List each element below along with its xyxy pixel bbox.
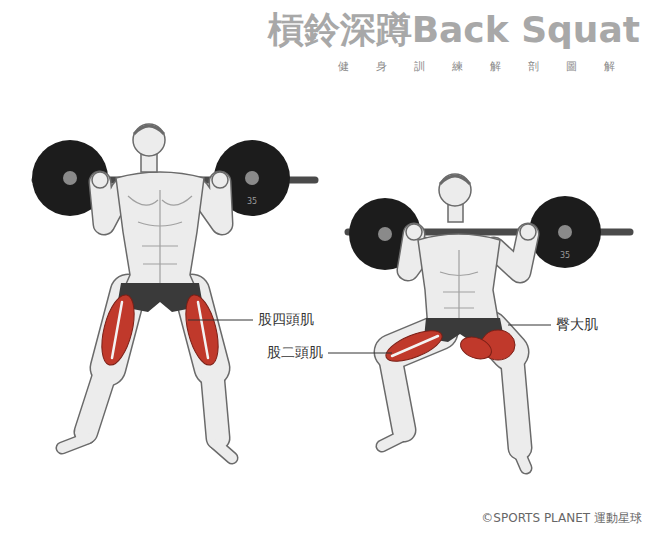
body-part xyxy=(390,356,404,430)
body xyxy=(382,174,536,468)
body-part xyxy=(212,172,228,188)
barbell-part xyxy=(245,171,259,185)
barbell-part xyxy=(529,196,601,268)
body-part xyxy=(92,172,108,188)
plate-number: 35 xyxy=(560,251,570,261)
body-part xyxy=(440,176,470,184)
body-part xyxy=(382,325,446,368)
body-part xyxy=(216,444,232,458)
leader-line xyxy=(328,353,392,354)
body-part xyxy=(520,224,536,240)
body-part xyxy=(86,370,106,432)
plate-number: 35 xyxy=(247,197,257,207)
body-part xyxy=(382,436,402,446)
watermark: ©SPORTS PLANET 運動星球 xyxy=(481,511,642,525)
barbell-part xyxy=(558,225,572,239)
body-part xyxy=(212,370,218,438)
body-part xyxy=(520,454,526,468)
body-part xyxy=(520,454,526,468)
leader-line xyxy=(188,320,253,321)
standing-figure xyxy=(32,124,315,458)
barbell-part xyxy=(378,227,392,241)
body-part xyxy=(458,333,495,363)
body-part xyxy=(62,438,88,448)
title: 槓鈴深蹲Back Squat xyxy=(268,6,640,55)
body xyxy=(62,124,232,458)
muscle-label: 股二頭肌 xyxy=(267,344,323,361)
body-part xyxy=(440,250,478,322)
muscle-label: 臀大肌 xyxy=(556,316,598,333)
body-part xyxy=(216,444,232,458)
body-part xyxy=(212,370,218,438)
body-part xyxy=(418,234,500,330)
body-part xyxy=(134,126,164,134)
body-part xyxy=(116,172,204,300)
squatting-figure xyxy=(328,174,630,468)
body-part xyxy=(406,224,422,240)
barbell-part xyxy=(63,171,77,185)
body-part xyxy=(128,190,192,285)
body-part xyxy=(512,356,520,448)
subtitle: 健身訓練解剖圖解 xyxy=(338,60,642,73)
body-part xyxy=(439,174,471,206)
body-part xyxy=(86,370,106,432)
body-part xyxy=(112,302,208,358)
body-part xyxy=(512,356,520,448)
body-part xyxy=(62,438,88,448)
body-part xyxy=(382,436,402,446)
body-part xyxy=(133,124,165,156)
leader-line xyxy=(508,325,551,326)
muscle-label: 股四頭肌 xyxy=(258,311,314,328)
body-part xyxy=(390,356,404,430)
body-part xyxy=(392,336,438,356)
